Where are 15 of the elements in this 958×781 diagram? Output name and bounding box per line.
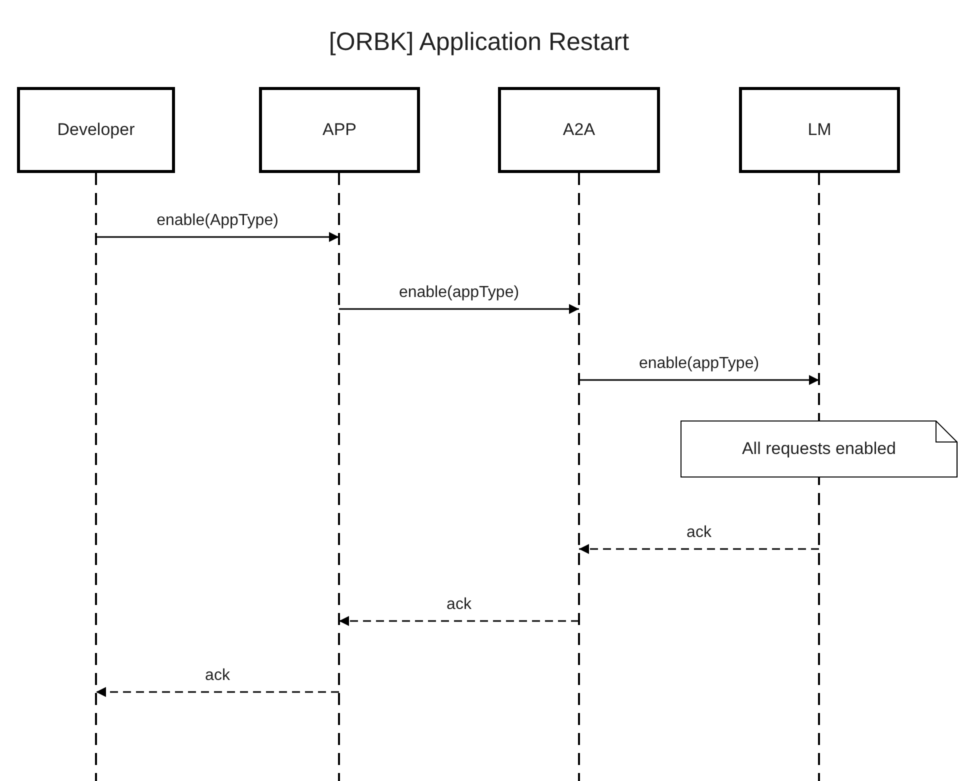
message-arrow [579, 375, 819, 385]
edge-label: enable(appType) [636, 355, 762, 373]
participant-box: Developer [17, 87, 175, 173]
reply-arrow [579, 544, 819, 554]
reply-arrow [339, 616, 579, 626]
reply-arrow [96, 687, 339, 697]
message-arrow [96, 232, 339, 242]
edge-label: enable(AppType) [154, 212, 280, 230]
note: All requests enabled [680, 420, 958, 478]
diagram-title: [ORBK] Application Restart [328, 28, 630, 57]
edge-label: enable(appType) [396, 284, 522, 302]
participant-box: A2A [498, 87, 660, 173]
message-arrow [339, 304, 579, 314]
participant-box: APP [259, 87, 420, 173]
participant-box: LM [739, 87, 900, 173]
